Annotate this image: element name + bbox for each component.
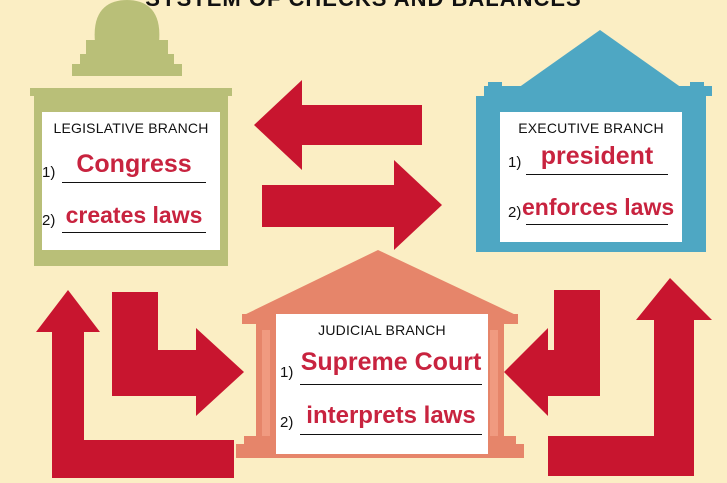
page-title: SYSTEM OF CHECKS AND BALANCES <box>0 0 727 12</box>
legislative-title: LEGISLATIVE BRANCH <box>53 120 209 136</box>
arrows <box>36 80 712 478</box>
executive-cornice <box>484 86 712 96</box>
executive-chimney-right <box>690 82 704 90</box>
judicial-column-left <box>262 330 270 436</box>
executive-card: EXECUTIVE BRANCH 1) president 2) enforce… <box>500 112 682 242</box>
executive-roof <box>518 30 682 88</box>
judicial-item-1-answer: Supreme Court <box>300 348 482 376</box>
arrow-to-executive <box>262 160 442 250</box>
arrow-right-to-judicial <box>112 292 244 416</box>
judicial-item-2-answer: interprets laws <box>306 402 476 429</box>
legislative-item-2-number: 2) <box>42 212 56 229</box>
executive-chimney-left <box>488 82 502 90</box>
arrow-up-to-executive <box>548 278 712 476</box>
judicial-column-right <box>490 330 498 436</box>
legislative-item-1-line <box>62 182 206 183</box>
executive-item-1-answer: president <box>540 142 654 170</box>
legislative-item-2-line <box>62 232 206 233</box>
capitol-cornice <box>30 88 232 96</box>
arrow-left-to-judicial <box>504 290 600 416</box>
executive-title: EXECUTIVE BRANCH <box>518 120 664 136</box>
judicial-item-2-number: 2) <box>280 414 294 431</box>
legislative-item-2-answer: creates laws <box>65 202 203 228</box>
executive-item-1-line <box>526 174 668 175</box>
judicial-title: JUDICIAL BRANCH <box>318 322 446 338</box>
judicial-item-2-line <box>300 434 482 435</box>
executive-item-2-number: 2) <box>508 204 522 221</box>
judicial-card: JUDICIAL BRANCH 1) Supreme Court 2) inte… <box>276 314 488 454</box>
judicial-item-1-number: 1) <box>280 364 294 381</box>
capitol-dome <box>94 0 160 42</box>
executive-item-2-line <box>526 224 668 225</box>
arrow-to-legislative <box>254 80 422 170</box>
capitol-dome-base <box>80 54 174 64</box>
capitol-dome-step <box>72 64 182 76</box>
judicial-item-1-line <box>300 384 482 385</box>
legislative-card: LEGISLATIVE BRANCH 1) Congress 2) create… <box>42 112 220 250</box>
executive-item-1-number: 1) <box>508 154 522 171</box>
capitol-dome-drum <box>86 40 168 54</box>
legislative-item-1-answer: Congress <box>76 150 192 178</box>
judicial-roof <box>242 250 518 316</box>
legislative-item-1-number: 1) <box>42 164 56 181</box>
executive-item-2-answer: enforces laws <box>522 194 675 220</box>
arrow-up-to-legislative <box>36 290 234 478</box>
